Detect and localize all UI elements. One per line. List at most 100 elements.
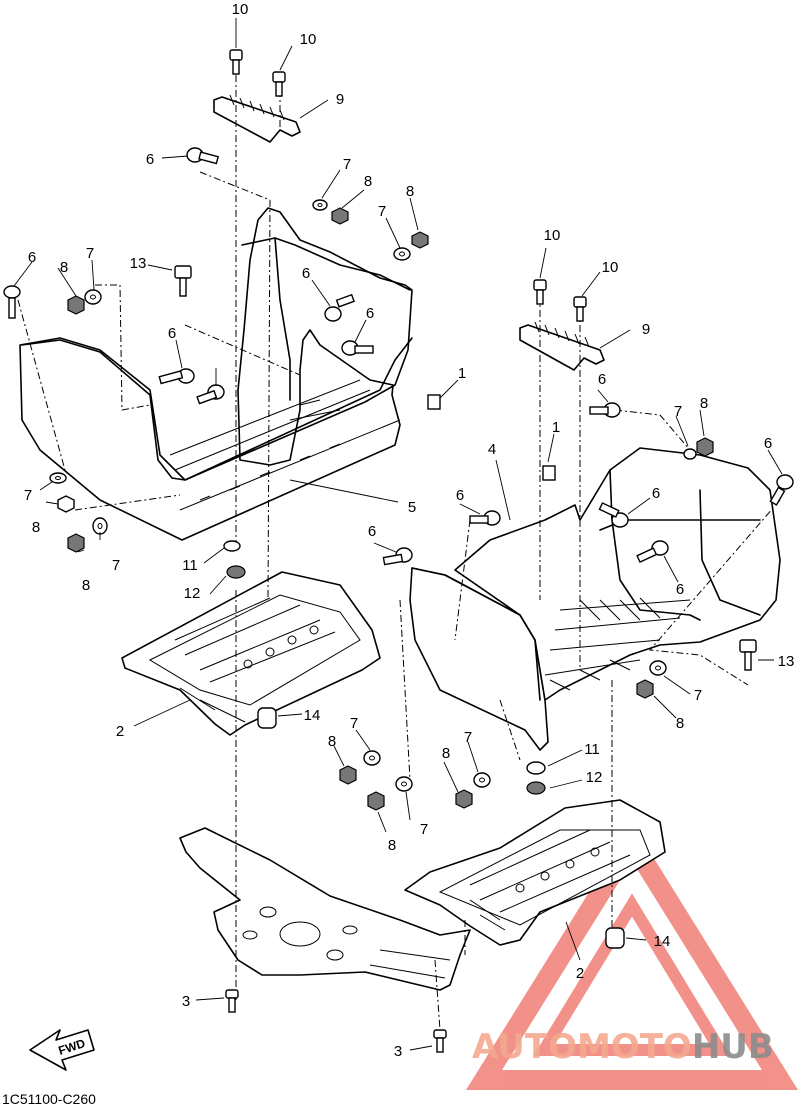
callout-c34: 4: [488, 441, 496, 458]
callout-c4: 6: [146, 151, 154, 168]
screw-6-c: [324, 293, 355, 322]
callout-c35: 6: [456, 487, 464, 504]
watermark-triangle-logo: [466, 823, 798, 1090]
callout-c36: 6: [652, 485, 660, 502]
washer-7-e: [92, 517, 108, 535]
washer-7-f: [683, 448, 697, 460]
callout-c14: 6: [366, 305, 374, 322]
bolt-3-b: [433, 1029, 447, 1053]
callout-c46: 7: [420, 821, 428, 838]
callout-c27: 10: [602, 259, 619, 276]
callout-c42: 7: [350, 715, 358, 732]
watermark-hub: HUB: [692, 1027, 774, 1067]
callout-c40: 7: [694, 687, 702, 704]
screw-6-i: [589, 402, 621, 418]
callout-c44: 8: [442, 745, 450, 762]
nut-12-b: [526, 781, 546, 795]
callout-c8: 7: [378, 203, 386, 220]
nut-12-a: [226, 565, 246, 579]
diagram-code: 1C51100-C260: [2, 1091, 96, 1107]
callout-c49: 12: [586, 769, 603, 786]
nut-14-b: [605, 927, 625, 949]
fwd-direction-arrow: FWD: [29, 1029, 95, 1071]
washer-7-h: [363, 750, 381, 766]
leader-lines: [13, 18, 783, 1051]
callout-c19: 7: [112, 557, 120, 574]
nut-8-j: [455, 789, 473, 809]
washer-7-d: [49, 472, 67, 484]
washer-7-a: [312, 199, 328, 211]
bolt-10-b: [272, 71, 286, 97]
nut-14-a: [257, 707, 277, 729]
callout-c47: 8: [388, 837, 396, 854]
callout-c9: 6: [302, 265, 310, 282]
screw-6-e: [158, 368, 195, 385]
watermark-moto: MOTO: [577, 1027, 692, 1067]
clip-1-b: [542, 465, 556, 481]
callout-c31: 8: [700, 395, 708, 412]
bolt-10-d: [573, 296, 587, 322]
callout-c6: 8: [364, 173, 372, 190]
callout-c13: 6: [28, 249, 36, 266]
nut-8-d: [57, 495, 75, 513]
screw-6-f: [196, 384, 225, 405]
left-upper-bracket: [213, 94, 301, 143]
washer-7-i: [395, 776, 413, 792]
callout-c18: 8: [32, 519, 40, 536]
callout-c50: 14: [654, 933, 671, 950]
right-upper-bracket: [519, 321, 605, 371]
callout-c12: 13: [130, 255, 147, 272]
washer-7-c: [84, 289, 102, 305]
screw-6-l: [769, 474, 794, 506]
nut-8-a: [331, 207, 349, 225]
nut-8-b: [411, 231, 429, 249]
callout-c1: 10: [232, 1, 249, 18]
left-footrest-board: [121, 571, 381, 736]
callout-c16: 1: [458, 365, 466, 382]
callout-c22: 11: [182, 557, 198, 574]
callout-c5: 7: [343, 156, 351, 173]
callout-c43: 8: [328, 733, 336, 750]
right-footrest-board: [404, 799, 666, 946]
callout-c41: 8: [676, 715, 684, 732]
callout-c52: 3: [182, 993, 190, 1010]
callout-c21: 5: [408, 499, 416, 516]
assembly-lines: [17, 75, 781, 1031]
callout-c24: 2: [116, 723, 124, 740]
callout-c45: 7: [464, 729, 472, 746]
nut-8-i: [367, 791, 385, 811]
left-footrest-cover: [19, 207, 413, 541]
nut-8-c: [67, 295, 85, 315]
callout-c48: 11: [584, 741, 600, 758]
watermark-text: AUTOMOTOHUB: [472, 1027, 774, 1067]
washer-7-j: [473, 772, 491, 788]
screw-6-k: [636, 540, 669, 564]
callout-c53: 3: [394, 1043, 402, 1060]
screw-6-g: [469, 510, 501, 526]
callout-numbers: 10 10 9 6 7 8 8 7 6 8 7 13 6 6 6 1 7 8 7…: [24, 1, 795, 1060]
nut-8-f: [696, 437, 714, 457]
left-lower-step-bracket: [179, 827, 471, 991]
fwd-label: FWD: [57, 1036, 88, 1058]
callout-c37: 6: [368, 523, 376, 540]
bolt-13-b: [739, 639, 757, 671]
washer-7-g: [649, 660, 667, 676]
washer-11-b: [526, 761, 546, 775]
screw-6-b: [3, 285, 21, 319]
right-footrest-cover: [409, 447, 781, 751]
bolt-13-a: [174, 265, 192, 297]
bolt-3-a: [225, 989, 239, 1013]
nut-8-g: [636, 679, 654, 699]
washer-11-a: [223, 540, 241, 552]
callout-c32: 6: [764, 435, 772, 452]
callout-c30: 7: [674, 403, 682, 420]
callout-c2: 10: [300, 31, 317, 48]
callout-c51: 2: [576, 965, 584, 982]
nut-8-e: [67, 533, 85, 553]
callout-c11: 7: [86, 245, 94, 262]
callout-c38: 6: [676, 581, 684, 598]
screw-6-j: [598, 502, 629, 528]
callout-c15: 6: [168, 325, 176, 342]
callout-c26: 10: [544, 227, 561, 244]
